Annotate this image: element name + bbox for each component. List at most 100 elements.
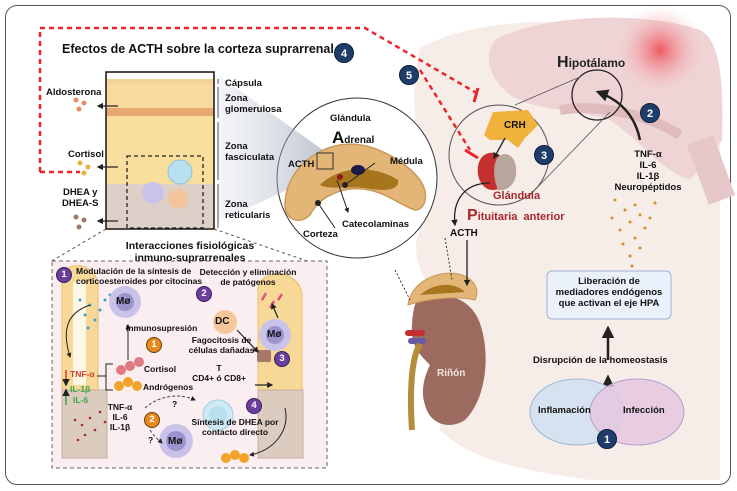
badge-5: 5 bbox=[399, 65, 419, 85]
mediator-il1b: IL-1β bbox=[636, 170, 660, 182]
orange-badge-2: 2 bbox=[144, 412, 160, 428]
dc-label: DC bbox=[215, 316, 230, 327]
adrenal-corteza: Corteza bbox=[303, 229, 338, 240]
mediator-dots bbox=[610, 198, 657, 268]
hpa-box bbox=[546, 270, 672, 320]
purple-badge-4: 4 bbox=[246, 398, 262, 414]
cytokine-list: TNF-α IL-6 IL-1β bbox=[100, 402, 140, 432]
il6-up-label: IL-6 bbox=[73, 395, 89, 405]
kidney bbox=[411, 295, 486, 425]
pituitary-glandula: Glándula bbox=[493, 190, 541, 202]
adrenal-catecolaminas: Catecolaminas bbox=[342, 219, 410, 230]
detection-line-2: de patógenos bbox=[220, 276, 276, 287]
zone-reticularis-1: Zona bbox=[225, 199, 248, 210]
macrophage-right-label: Mø bbox=[267, 329, 282, 340]
hormone-dhea-1: DHEA y bbox=[62, 187, 98, 198]
feedback-line-4 bbox=[38, 26, 481, 172]
immune-title: Interacciones fisiológicas inmuno-suprar… bbox=[100, 240, 280, 264]
cytokine-il1b: IL-1β bbox=[109, 421, 131, 432]
il1b-up-label: IL-1β bbox=[70, 384, 91, 394]
hpa-box-line-1: Liberación de bbox=[578, 276, 640, 287]
androgen-molecule bbox=[114, 377, 142, 391]
androgens-label: Andrógenos bbox=[143, 382, 194, 392]
zone-capsula: Cápsula bbox=[225, 78, 262, 89]
hormone-dhea-2: DHEA-S bbox=[62, 197, 99, 209]
t-cell-label: T CD4+ ó CD8+ bbox=[180, 363, 258, 384]
infection-circle bbox=[589, 378, 685, 446]
question-mark-1: ? bbox=[172, 399, 178, 409]
cortisol-molecule bbox=[116, 357, 144, 375]
pituitary-rest: ituitaria anterior bbox=[477, 211, 565, 223]
detection-label: Detección y eliminación de patógenos bbox=[198, 267, 298, 288]
badge-3: 3 bbox=[534, 145, 554, 165]
magnification-cone bbox=[218, 75, 330, 222]
detection-line-1: Detección y eliminación bbox=[199, 267, 297, 277]
pituitary-big: P bbox=[467, 207, 478, 224]
hpa-box-line-2: mediadores endógenos bbox=[555, 286, 663, 298]
dhea-synthesis-line-1: Síntesis de DHEA por bbox=[191, 417, 279, 427]
mediators-list: TNF-α IL-6 IL-1β Neuropéptidos bbox=[608, 149, 688, 194]
cortex-tissue-block bbox=[105, 71, 215, 230]
adrenal-title-big: A bbox=[332, 128, 345, 147]
dhea-synthesis-label: Síntesis de DHEA por contacto directo bbox=[180, 417, 290, 438]
zone-glomerulosa-2: glomerulosa bbox=[225, 103, 282, 115]
mediator-tnf: TNF-α bbox=[634, 149, 662, 160]
adrenal-acth: ACTH bbox=[288, 159, 315, 170]
disruption-label: Disrupción de la homeostasis bbox=[533, 355, 668, 366]
t-cell-line-1: T bbox=[216, 363, 222, 373]
hypothalamus-zoom-circle bbox=[571, 69, 623, 121]
pituitary-label: Pituitaria anterior bbox=[467, 207, 564, 225]
mediator-il6: IL-6 bbox=[639, 159, 657, 171]
immunosuppression-label: Inmunosupresión bbox=[126, 323, 198, 333]
badge-1: 1 bbox=[597, 429, 617, 449]
crh-region bbox=[484, 110, 538, 148]
hormone-aldosterona: Aldosterona bbox=[46, 87, 102, 98]
immune-title-1: Interacciones fisiológicas bbox=[125, 240, 255, 252]
infection-label: Infección bbox=[623, 405, 665, 416]
immune-title-2: inmuno-suprarrenales bbox=[134, 252, 246, 265]
adrenal-medula: Médula bbox=[390, 156, 423, 167]
zone-fasciculata-2: fasciculata bbox=[225, 151, 275, 163]
cortisol-label: Cortisol bbox=[144, 364, 177, 374]
hpa-box-text: Liberación de mediadores endógenos que a… bbox=[547, 276, 671, 310]
question-mark-2: ? bbox=[148, 435, 154, 445]
modulation-line-1: Modulación de la síntesis de bbox=[76, 266, 192, 276]
dhea-molecule bbox=[221, 450, 249, 463]
badge-4: 4 bbox=[334, 43, 354, 63]
mediator-neuropeptides: Neuropéptidos bbox=[614, 181, 682, 193]
adrenal-title-rest: drenal bbox=[344, 135, 375, 146]
hormone-cortisol: Cortisol bbox=[68, 149, 104, 160]
orange-badge-1: 1 bbox=[146, 337, 162, 353]
hypothalamus-big: H bbox=[557, 54, 569, 71]
adrenal-title-1: Glándula bbox=[330, 113, 371, 124]
hpa-box-line-3: que activan el eje HPA bbox=[558, 297, 660, 309]
crh-label: CRH bbox=[504, 120, 526, 131]
hypothalamus-rest: ipotálamo bbox=[568, 56, 626, 70]
hypothalamus-glow bbox=[615, 5, 705, 95]
feedback-line-5 bbox=[418, 69, 472, 151]
t-cell-line-2: CD4+ ó CD8+ bbox=[192, 372, 246, 383]
dendritic-cell bbox=[213, 310, 237, 334]
phagocytosis-line-2: células dañadas bbox=[188, 344, 255, 355]
zone-reticularis-2: reticularis bbox=[225, 209, 271, 221]
adrenal-title-2: Adrenal bbox=[332, 128, 374, 148]
modulation-label: Modulación de la síntesis de corticoeste… bbox=[76, 266, 203, 287]
cytokine-il6: IL-6 bbox=[112, 411, 128, 422]
purple-badge-3: 3 bbox=[274, 351, 290, 367]
inflammation-label: Inflamación bbox=[538, 405, 591, 416]
tnf-down-label: TNF-α bbox=[70, 369, 95, 379]
macrophage-top-label: Mø bbox=[116, 296, 131, 307]
modulation-line-2: corticoesteroides por citocinas bbox=[76, 275, 203, 286]
macrophage-bottom-label: Mø bbox=[168, 436, 183, 447]
zone-fasciculata-1: Zona bbox=[225, 141, 248, 152]
acth-label: ACTH bbox=[450, 228, 478, 239]
hypothalamus-label: Hipotálamo bbox=[557, 54, 625, 72]
phagocytosis-label: Fagocitosis de células dañadas bbox=[184, 335, 259, 356]
purple-badge-1: 1 bbox=[56, 267, 72, 283]
badge-2: 2 bbox=[640, 103, 660, 123]
dhea-synthesis-line-2: contacto directo bbox=[201, 426, 269, 437]
cytokine-tnf: TNF-α bbox=[107, 402, 133, 412]
